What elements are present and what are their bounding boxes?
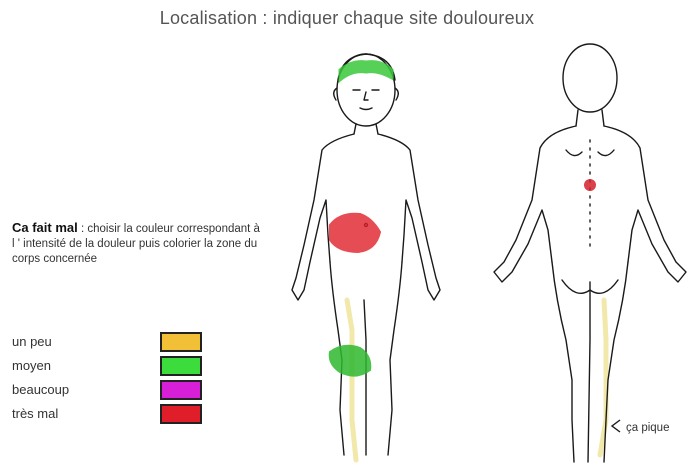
front-nose: [364, 92, 368, 100]
front-crotch: [364, 300, 366, 455]
front-leg-tint: [347, 300, 356, 460]
back-torso-left: [494, 126, 576, 282]
back-crotch: [588, 282, 590, 462]
front-torso-right: [378, 134, 440, 300]
abdomen-pain-mark: [330, 214, 380, 252]
annotation-arrow: [612, 420, 620, 432]
back-shoulder-blades: [566, 150, 614, 156]
back-torso-right: [604, 126, 686, 282]
back-leg-left: [552, 262, 574, 462]
front-body-figure[interactable]: [292, 54, 440, 460]
knee-pain-mark: [330, 346, 371, 376]
front-mouth: [360, 108, 372, 110]
head-pain-mark: [340, 62, 392, 80]
annotation-label: ça pique: [626, 422, 669, 434]
front-leg-right: [388, 262, 402, 455]
back-body-figure[interactable]: [494, 44, 686, 462]
back-head: [563, 44, 617, 112]
back-pain-mark: [584, 179, 596, 191]
